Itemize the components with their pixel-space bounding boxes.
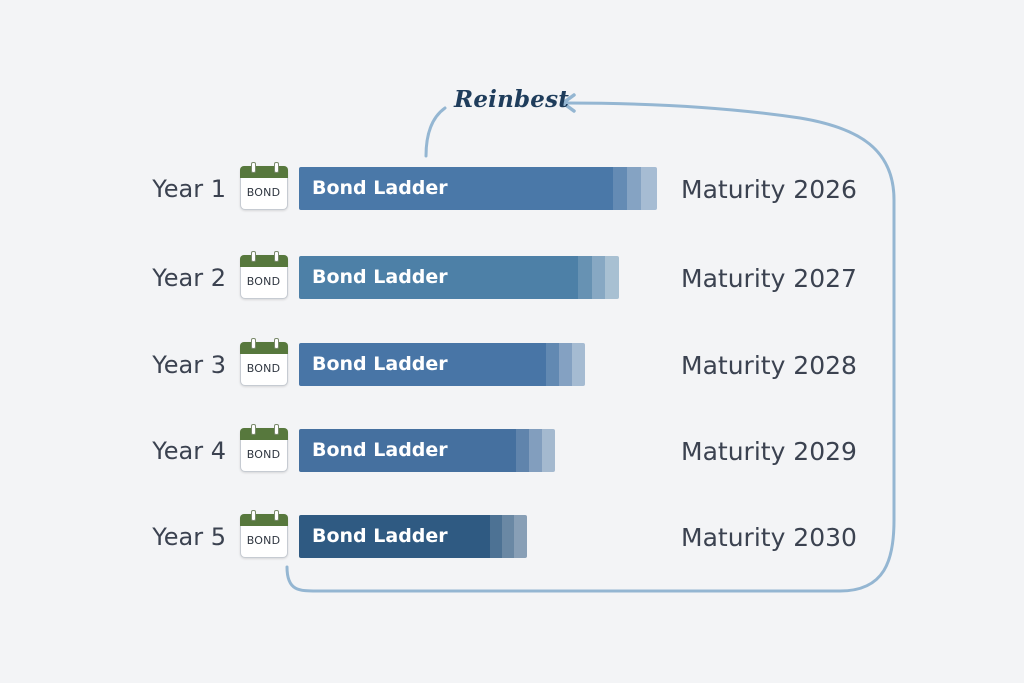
ladder-row: Year 2 BOND Bond Ladder Maturity 2027 [0, 251, 1024, 301]
ladder-row: Year 1 BOND Bond Ladder Maturity 2026 [0, 162, 1024, 212]
year-label: Year 3 [152, 351, 226, 379]
bar-fade-segment [641, 167, 657, 210]
bar-fade-segment [542, 429, 555, 472]
maturity-label: Maturity 2027 [681, 264, 857, 293]
bar-label: Bond Ladder [312, 177, 448, 199]
bond-icon-text: BOND [246, 186, 281, 199]
bond-calendar-icon: BOND [240, 510, 288, 558]
bar-solid-segment [299, 429, 516, 472]
bond-calendar-icon: BOND [240, 251, 288, 299]
maturity-label: Maturity 2029 [681, 437, 857, 466]
bar-fade-segment [559, 343, 572, 386]
bond-calendar-icon: BOND [240, 338, 288, 386]
bar-solid-segment [299, 343, 546, 386]
ladder-row: Year 5 BOND Bond Ladder Maturity 2030 [0, 510, 1024, 560]
maturity-label: Maturity 2026 [681, 175, 857, 204]
bond-icon-text: BOND [246, 362, 281, 375]
bar-label: Bond Ladder [312, 525, 448, 547]
bond-icon-text: BOND [246, 534, 281, 547]
bar-label: Bond Ladder [312, 439, 448, 461]
bond-ladder-bar: Bond Ladder [299, 256, 619, 299]
bond-ladder-bar: Bond Ladder [299, 429, 555, 472]
bar-solid-segment [299, 515, 490, 558]
ladder-row: Year 3 BOND Bond Ladder Maturity 2028 [0, 338, 1024, 388]
bond-ladder-bar: Bond Ladder [299, 515, 527, 558]
year-label: Year 1 [152, 175, 226, 203]
bond-calendar-icon: BOND [240, 424, 288, 472]
bar-fade-segment [514, 515, 527, 558]
bond-calendar-icon: BOND [240, 162, 288, 210]
bar-fade-segment [490, 515, 502, 558]
maturity-label: Maturity 2030 [681, 523, 857, 552]
bar-fade-segment [605, 256, 619, 299]
maturity-label: Maturity 2028 [681, 351, 857, 380]
reinvest-label: Reinbest [454, 86, 570, 113]
bar-fade-segment [546, 343, 559, 386]
ladder-row: Year 4 BOND Bond Ladder Maturity 2029 [0, 424, 1024, 474]
bar-fade-segment [592, 256, 605, 299]
bar-fade-segment [502, 515, 514, 558]
bar-label: Bond Ladder [312, 266, 448, 288]
year-label: Year 4 [152, 437, 226, 465]
year-label: Year 2 [152, 264, 226, 292]
bar-solid-segment [299, 256, 578, 299]
bar-fade-segment [516, 429, 529, 472]
bar-fade-segment [613, 167, 627, 210]
bond-icon-text: BOND [246, 275, 281, 288]
bar-solid-segment [299, 167, 613, 210]
bar-fade-segment [627, 167, 641, 210]
bond-ladder-bar: Bond Ladder [299, 167, 657, 210]
bar-fade-segment [572, 343, 585, 386]
bond-ladder-bar: Bond Ladder [299, 343, 585, 386]
bond-icon-text: BOND [246, 448, 281, 461]
bar-fade-segment [578, 256, 592, 299]
bar-label: Bond Ladder [312, 353, 448, 375]
bar-fade-segment [529, 429, 542, 472]
year-label: Year 5 [152, 523, 226, 551]
